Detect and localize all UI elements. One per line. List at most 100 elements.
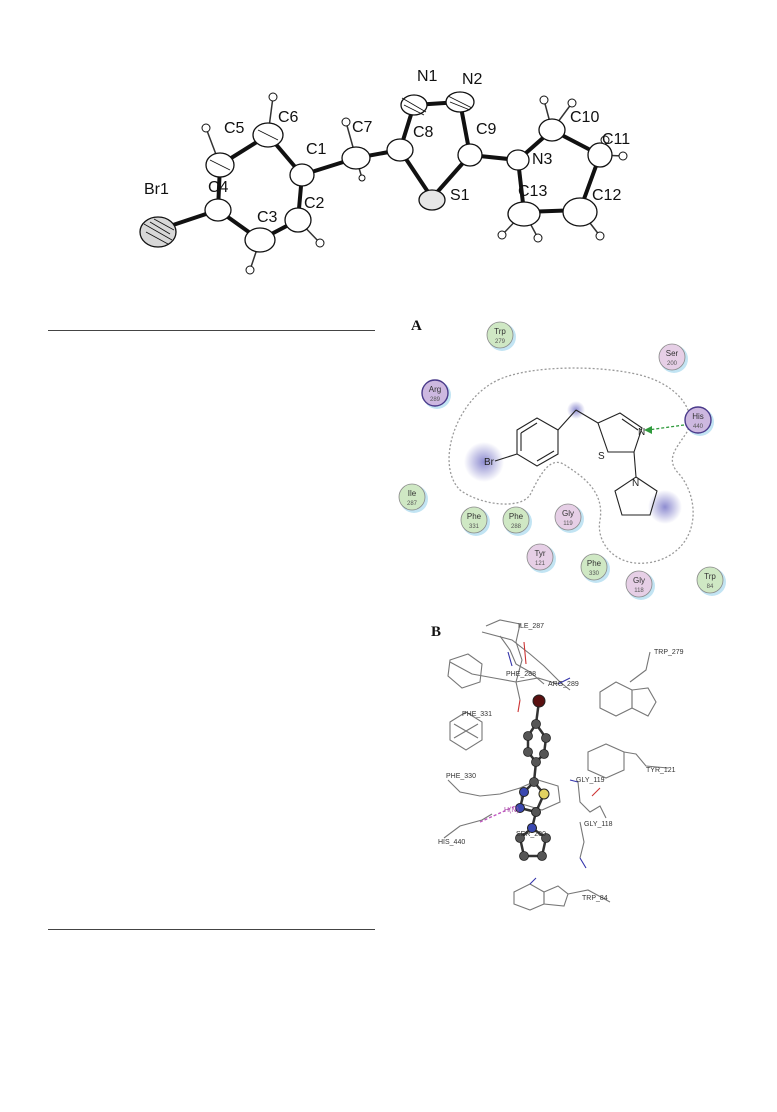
label-tyr121: TYR_121: [646, 767, 676, 774]
residue-number: 279: [495, 339, 506, 345]
ortep-atom-labels: Br1 C4 C5 C6 C1 C2 C3 C7 C8 N1 N2 C9 S1 …: [144, 68, 630, 226]
label-ser200: SER_200: [516, 831, 546, 838]
atom-ellipsoid-s1: [418, 189, 446, 211]
residue-name: Phe: [509, 512, 524, 521]
residue-disc-phe331: Phe 331: [460, 506, 490, 536]
residue-name: Arg: [429, 385, 441, 394]
residue-name: Phe: [587, 559, 602, 568]
residue-name: Gly: [633, 576, 645, 585]
label-phe288: PHE_288: [506, 671, 536, 678]
label-phe331: PHE_331: [462, 711, 492, 718]
residue-number: 118: [634, 588, 644, 594]
atom-ellipsoid-c4: [204, 198, 232, 222]
label-arg289: ARG_289: [548, 681, 579, 688]
atom-label-c8: C8: [413, 124, 434, 141]
atom-label-c6: C6: [278, 109, 299, 126]
atom-ellipsoid-c2: [284, 207, 312, 233]
residue-discs: Trp279Ser200Arg289His440Ile287Phe331Phe2…: [398, 321, 726, 600]
label-phe330: PHE_330: [446, 773, 476, 780]
residue-disc-gly119: Gly 119: [554, 503, 584, 533]
residue-name: Trp: [704, 572, 716, 581]
atom-label-c4: C4: [208, 179, 229, 196]
atom-label-c2: C2: [304, 195, 325, 212]
protein-residue-sticks: [443, 619, 669, 911]
ligand-atom-n-pyr: N: [632, 478, 639, 489]
atom-ellipsoid-n3: [506, 149, 530, 171]
ortep-ellipsoid-axes: [143, 95, 473, 245]
label-his440: HIS_440: [438, 839, 465, 846]
atom-label-n2: N2: [462, 71, 483, 88]
residue-number: 119: [563, 521, 573, 527]
residue-number: 287: [407, 501, 418, 507]
atom-ellipsoid-c1: [289, 163, 315, 187]
ortep-ellipsoids: [139, 91, 613, 253]
atom-label-n3: N3: [532, 151, 553, 168]
atom-label-c1: C1: [306, 141, 327, 158]
residue-disc-phe288: Phe 288: [502, 506, 532, 536]
label-trp279: TRP_279: [654, 649, 684, 656]
residue-disc-ser200: Ser 200: [658, 343, 688, 373]
residue-name: Tyr: [534, 549, 545, 558]
ligand-skeleton: [494, 409, 658, 516]
atom-label-c5: C5: [224, 120, 245, 137]
residue-disc-phe330: Phe 330: [580, 553, 610, 583]
atom-label-c9: C9: [476, 121, 497, 138]
residue-name: Ser: [666, 349, 679, 358]
atom-label-c3: C3: [257, 209, 278, 226]
ligand-atom-br: Br: [484, 457, 495, 468]
atom-label-c12: C12: [592, 187, 621, 204]
atom-label-c10: C10: [570, 109, 599, 126]
label-gly119: GLY_119: [576, 777, 605, 784]
label-hbond-tag: H(N): [504, 807, 519, 814]
bromine-exposure-shade: [464, 442, 504, 482]
residue-number: 200: [667, 361, 678, 367]
ligand-atom-s: S: [598, 451, 605, 462]
atom-label-br1: Br1: [144, 181, 169, 198]
binding-pocket-contour: [448, 367, 694, 564]
residue-number: 289: [430, 397, 441, 403]
atom-ellipsoid-c12: [562, 197, 598, 227]
residue-number: 440: [693, 424, 704, 430]
ligand-atom-labels: Br S N N: [484, 427, 645, 489]
atom-label-c7: C7: [352, 119, 373, 136]
residue-number: 330: [589, 571, 600, 577]
ligand-atom-n-ring: N: [638, 427, 645, 438]
table-bottom-rule: [48, 929, 375, 930]
atom-ellipsoid-c11: [587, 142, 613, 168]
label-gly118: GLY_118: [584, 821, 613, 828]
residue-name: Phe: [467, 512, 482, 521]
residue-disc-trp279: Trp 279: [486, 321, 516, 351]
residue-number: 331: [469, 524, 480, 530]
residue-disc-ile287: Ile 287: [398, 483, 428, 513]
atom-label-n1: N1: [417, 68, 438, 85]
label-ile287: ILE_287: [518, 623, 544, 630]
binding-pose-3d: ILE_287 PHE_288 ARG_289 TRP_279 PHE_331 …: [438, 619, 684, 911]
residue-name: His: [692, 412, 704, 421]
panel-a-letter: A: [411, 318, 422, 334]
residue-disc-gly118: Gly 118: [625, 570, 655, 600]
atom-ellipsoid-c3: [244, 227, 276, 253]
table-top-rule: [48, 330, 375, 331]
ortep-hydrogens: [201, 92, 628, 275]
atom-label-c13: C13: [518, 183, 547, 200]
atom-ellipsoid-c8: [386, 138, 414, 162]
ortep-structure-figure: Br1 C4 C5 C6 C1 C2 C3 C7 C8 N1 N2 C9 S1 …: [139, 68, 630, 275]
hbond-arrowhead: [644, 426, 652, 434]
label-trp84: TRP_84: [582, 895, 608, 902]
atom-ellipsoid-c7: [341, 146, 371, 170]
atom-ellipsoid-c10: [538, 118, 566, 142]
residue-number: 288: [511, 524, 522, 530]
residue-name: Ile: [408, 489, 417, 498]
pyrrolidine-exposure-shade: [648, 490, 682, 524]
residue-labels-3d: ILE_287 PHE_288 ARG_289 TRP_279 PHE_331 …: [438, 623, 684, 902]
residue-disc-his440: His 440: [684, 406, 714, 436]
panel-b-letter: B: [431, 624, 442, 640]
residue-name: Gly: [562, 509, 574, 518]
ligand-ball-stick: [479, 694, 551, 861]
atom-ellipsoid-c9: [457, 143, 483, 167]
hbond-arrow-his440: [647, 424, 685, 431]
residue-name: Trp: [494, 327, 506, 336]
atom-ellipsoid-c13: [507, 201, 541, 227]
